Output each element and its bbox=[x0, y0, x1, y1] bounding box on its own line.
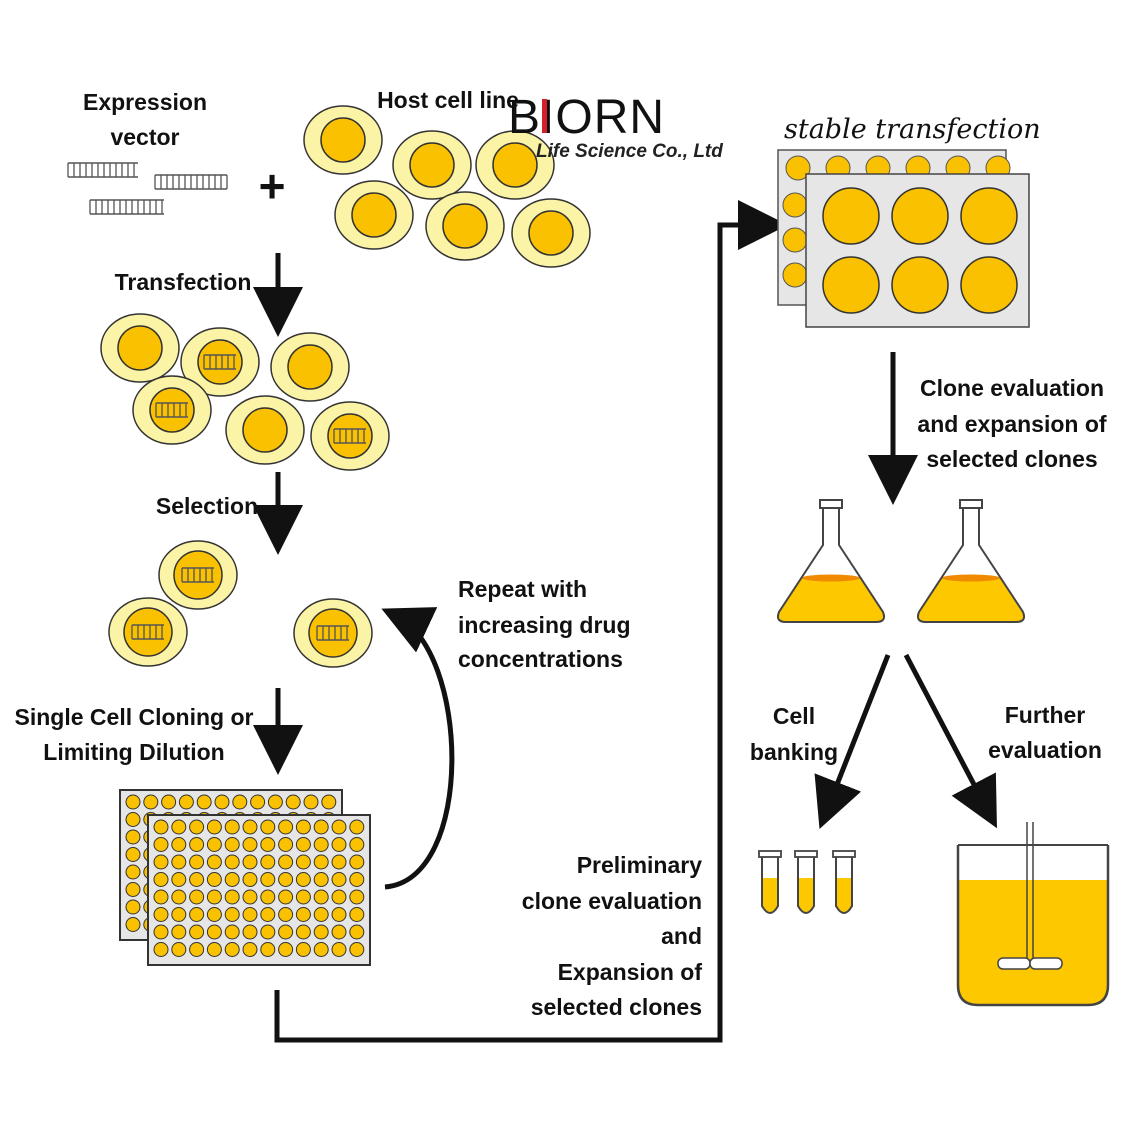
transfection-label: Transfection bbox=[115, 269, 252, 295]
plus-sign: + bbox=[259, 160, 286, 212]
prelim-label-3: and bbox=[661, 923, 702, 949]
clone-eval-label-1: Clone evaluation bbox=[920, 375, 1104, 401]
selected-cell-group bbox=[108, 540, 373, 668]
clone-eval-label-2: and expansion of bbox=[917, 411, 1106, 437]
host-cell bbox=[334, 180, 414, 250]
repeat-loop-arrow bbox=[381, 607, 455, 890]
96-well-plate bbox=[147, 814, 371, 966]
bioreactor-icon bbox=[956, 822, 1110, 1007]
stable-transfection-label: stable transfection bbox=[784, 114, 1041, 145]
test-tube-icon bbox=[758, 850, 856, 914]
host-cell bbox=[392, 130, 472, 200]
logo-accent-bar bbox=[542, 99, 547, 133]
further-eval-label-1: Further bbox=[1005, 702, 1086, 728]
well-plate-icon bbox=[119, 789, 371, 966]
six-well-plate-icon bbox=[777, 149, 1030, 328]
host-cell-group bbox=[303, 105, 591, 268]
repeat-label-2: increasing drug bbox=[458, 612, 631, 638]
selected-cell bbox=[158, 540, 238, 610]
transfected-cell-group bbox=[100, 313, 390, 471]
test-tube bbox=[758, 850, 782, 914]
selection-label: Selection bbox=[156, 493, 258, 519]
single-cell-label-1: Single Cell Cloning or bbox=[15, 704, 254, 730]
arrow-further-eval bbox=[903, 653, 997, 829]
dna-vector-icon bbox=[67, 162, 228, 215]
expression-vector-label-1: Expression bbox=[83, 89, 207, 115]
cell-banking-label-2: banking bbox=[750, 739, 838, 765]
logo-tagline: Life Science Co., Ltd bbox=[536, 141, 723, 162]
connector-arrow bbox=[274, 200, 788, 1043]
selected-cell bbox=[108, 597, 188, 667]
cell-banking-label-1: Cell bbox=[773, 703, 815, 729]
biorn-logo: BIORN Life Science Co., Ltd bbox=[508, 91, 723, 162]
prelim-label-4: Expansion of bbox=[558, 959, 703, 985]
transfected-cell bbox=[225, 395, 305, 465]
selected-cell bbox=[293, 598, 373, 668]
transfected-cell bbox=[132, 375, 212, 445]
host-cell bbox=[475, 130, 555, 200]
prelim-label-2: clone evaluation bbox=[522, 888, 702, 914]
host-cell-line-label: Host cell line bbox=[377, 87, 519, 113]
logo-brand-text: BIORN bbox=[508, 91, 665, 144]
repeat-label-1: Repeat with bbox=[458, 576, 587, 602]
test-tube bbox=[832, 850, 856, 914]
prelim-label-5: selected clones bbox=[531, 994, 702, 1020]
transfected-cell bbox=[310, 401, 390, 471]
prelim-label-1: Preliminary bbox=[577, 852, 702, 878]
clone-eval-label-3: selected clones bbox=[926, 446, 1097, 472]
arrow-cell-banking bbox=[814, 654, 891, 829]
repeat-label-3: concentrations bbox=[458, 646, 623, 672]
test-tube bbox=[794, 850, 818, 914]
transfected-cell bbox=[270, 332, 350, 402]
flask-icon bbox=[776, 499, 1026, 623]
transfected-cell bbox=[100, 313, 180, 383]
expression-vector-label-2: vector bbox=[110, 124, 179, 150]
erlenmeyer-flask bbox=[776, 499, 886, 623]
6-well-plate-front bbox=[805, 173, 1030, 328]
transfected-cell bbox=[180, 327, 260, 397]
single-cell-label-2: Limiting Dilution bbox=[43, 739, 224, 765]
erlenmeyer-flask bbox=[916, 499, 1026, 623]
further-eval-label-2: evaluation bbox=[988, 737, 1102, 763]
host-cell bbox=[425, 191, 505, 261]
host-cell bbox=[303, 105, 383, 175]
host-cell bbox=[511, 198, 591, 268]
